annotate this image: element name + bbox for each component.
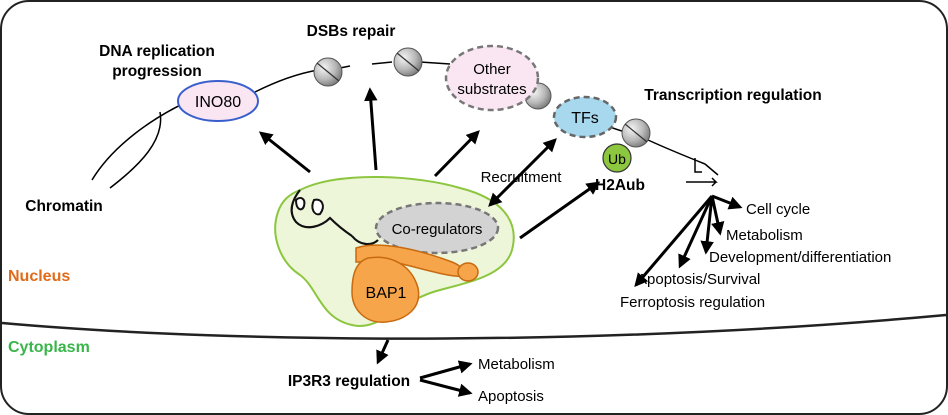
recruitment-label: Recruitment (481, 169, 563, 186)
outcome-ferroptosis: Ferroptosis regulation (620, 294, 765, 311)
ub-node (602, 143, 632, 173)
outcome-metabolism: Metabolism (726, 227, 803, 244)
tfs-node (552, 95, 618, 139)
nucleosome-icon (393, 47, 423, 77)
co-regulators-label: Co-regulators (392, 221, 483, 238)
outcome-development: Development/differentiation (709, 249, 891, 266)
ip3r3-regulation-label: IP3R3 regulation (288, 373, 410, 390)
dna-replication-title-1: DNA replication (99, 43, 215, 60)
transcription-regulation-title: Transcription regulation (644, 87, 821, 104)
cyto-outcome-apoptosis: Apoptosis (478, 388, 544, 405)
dna-replication-title-2: progression (112, 63, 202, 80)
h2aub-label: H2Aub (595, 177, 645, 194)
outcome-arrows (634, 194, 743, 288)
other-substrates-label-2: substrates (457, 81, 526, 98)
bap1-arm-end (457, 262, 479, 282)
dsbs-repair-title: DSBs repair (307, 23, 396, 40)
nucleosome-icon (621, 118, 651, 148)
nucleosome-icon (313, 57, 343, 87)
other-substrates-label-1: Other (473, 61, 511, 78)
cyto-outcome-metabolism: Metabolism (478, 356, 555, 373)
cytoplasm-arrows (419, 360, 473, 397)
outcome-apoptosis-survival: Apoptosis/Survival (637, 271, 760, 288)
outcome-cell-cycle: Cell cycle (746, 201, 810, 218)
ino80-label: INO80 (195, 94, 241, 111)
co-regulators-node (374, 201, 500, 255)
bap1-complex: Co-regulators BAP1 (274, 175, 515, 327)
nucleus-label: Nucleus (8, 268, 70, 285)
nuclear-membrane (1, 313, 947, 340)
chromatin-label: Chromatin (25, 198, 103, 215)
bap1-body (351, 256, 420, 323)
arrows (258, 87, 601, 365)
ub-label: Ub (608, 151, 626, 167)
bap1-label: BAP1 (366, 285, 407, 302)
cytoplasm-label: Cytoplasm (8, 339, 90, 356)
tfs-label: TFs (571, 110, 599, 127)
ino80-node (177, 80, 259, 122)
other-substrates-node (444, 44, 540, 112)
